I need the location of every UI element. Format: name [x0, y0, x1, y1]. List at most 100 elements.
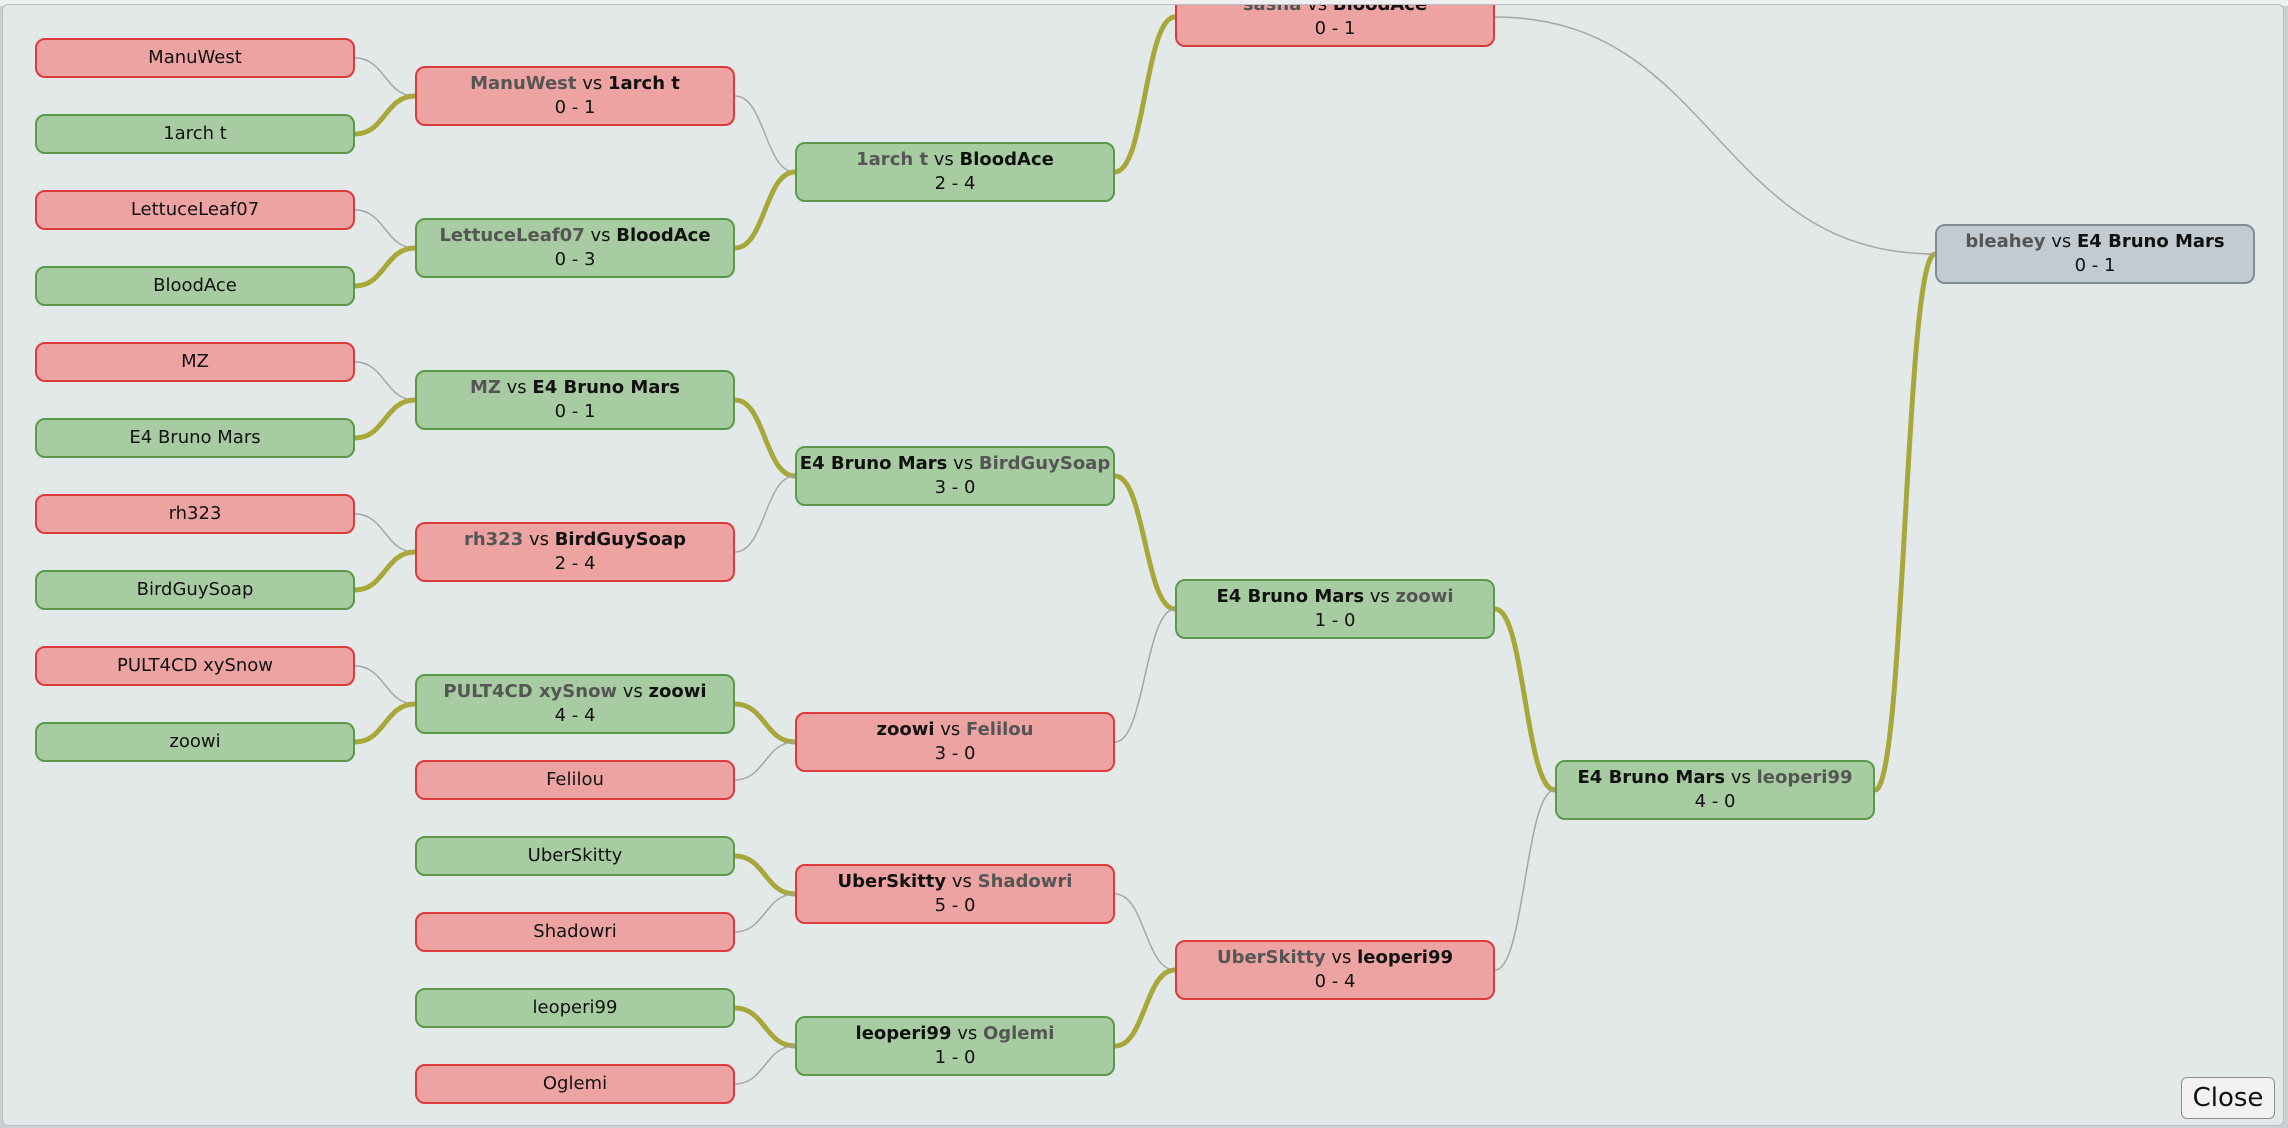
player-node-rh323[interactable]: rh323	[35, 494, 355, 534]
vs-separator: vs	[584, 225, 617, 246]
player-node-leoperi99[interactable]: leoperi99	[415, 988, 735, 1028]
vs-separator: vs	[1725, 767, 1757, 788]
eliminated-wire-l7-m4	[354, 513, 416, 553]
advance-wire-l14-m10	[734, 1005, 796, 1049]
player-node-pult4cd-xysnow[interactable]: PULT4CD xySnow	[35, 646, 355, 686]
player-name: 1arch t	[163, 123, 227, 144]
match-player-1: bleahey	[1965, 231, 2046, 252]
advance-wire-l6-m3	[354, 397, 416, 441]
eliminated-wire-m11-m15	[1494, 16, 1936, 255]
match-player-1: UberSkitty	[1216, 947, 1326, 968]
match-player-2: Shadowri	[977, 871, 1073, 892]
match-players: ManuWest vs 1arch t	[470, 72, 680, 96]
match-score: 1 - 0	[1314, 610, 1356, 631]
player-node-lettuceleaf07[interactable]: LettuceLeaf07	[35, 190, 355, 230]
match-score: 0 - 1	[554, 97, 596, 118]
eliminated-wire-l5-m3	[354, 361, 416, 401]
vs-separator: vs	[576, 73, 608, 94]
player-node-shadowri[interactable]: Shadowri	[415, 912, 735, 952]
match-players: E4 Bruno Mars vs BirdGuySoap	[800, 452, 1110, 476]
match-player-2: BirdGuySoap	[554, 529, 687, 550]
advance-wire-l2-m1	[354, 93, 416, 137]
match-players: LettuceLeaf07 vs BloodAce	[439, 224, 710, 248]
advance-wire-m7-m12	[1114, 473, 1176, 612]
match-score: 2 - 4	[554, 553, 596, 574]
vs-separator: vs	[928, 149, 960, 170]
advance-wire-l10-m5	[354, 701, 416, 745]
match-players: zoowi vs Felilou	[877, 718, 1034, 742]
advance-wire-m6-m11	[1114, 14, 1176, 175]
player-node-1arch-t[interactable]: 1arch t	[35, 114, 355, 154]
match-player-2: zoowi	[1395, 586, 1454, 607]
match-score: 4 - 4	[554, 705, 596, 726]
advance-wire-m3-m7	[734, 397, 796, 479]
match-players: PULT4CD xySnow vs zoowi	[443, 680, 706, 704]
vs-separator: vs	[1364, 586, 1396, 607]
player-name: LettuceLeaf07	[130, 199, 260, 220]
match-player-2: BloodAce	[1332, 4, 1428, 15]
player-node-felilou[interactable]: Felilou	[415, 760, 735, 800]
vs-separator: vs	[951, 1023, 983, 1044]
background-page-strip	[0, 0, 2288, 6]
eliminated-wire-l9-m5	[354, 665, 416, 705]
player-node-uberskitty[interactable]: UberSkitty	[415, 836, 735, 876]
advance-wire-m5-m8	[734, 701, 796, 745]
eliminated-wire-l11-m8	[734, 741, 796, 781]
eliminated-wire-l1-m1	[354, 57, 416, 97]
match-players: E4 Bruno Mars vs zoowi	[1216, 585, 1453, 609]
vs-separator: vs	[617, 681, 649, 702]
match-player-1: LettuceLeaf07	[439, 225, 585, 246]
player-name: E4 Bruno Mars	[129, 427, 261, 448]
player-node-birdguysoap[interactable]: BirdGuySoap	[35, 570, 355, 610]
match-player-2: leoperi99	[1756, 767, 1853, 788]
match-player-2: BloodAce	[616, 225, 711, 246]
player-node-mz[interactable]: MZ	[35, 342, 355, 382]
match-player-1: MZ	[469, 377, 501, 398]
vs-separator: vs	[2045, 231, 2078, 252]
player-node-oglemi[interactable]: Oglemi	[415, 1064, 735, 1104]
match-player-2: 1arch t	[608, 73, 680, 94]
vs-separator: vs	[946, 871, 978, 892]
match-score: 0 - 1	[554, 401, 596, 422]
player-node-zoowi[interactable]: zoowi	[35, 722, 355, 762]
match-players: bleahey vs E4 Bruno Mars	[1965, 230, 2224, 254]
close-button[interactable]: Close	[2181, 1077, 2275, 1119]
player-name: BloodAce	[153, 275, 237, 296]
advance-wire-m12-m14	[1494, 606, 1556, 793]
bracket-wires	[354, 14, 1937, 1085]
player-node-manuwest[interactable]: ManuWest	[35, 38, 355, 78]
advance-wire-l12-m9	[734, 853, 796, 897]
player-name: PULT4CD xySnow	[116, 655, 274, 676]
match-player-2: BirdGuySoap	[978, 453, 1111, 474]
eliminated-wire-m1-m6	[734, 95, 796, 173]
player-node-e4-bruno-mars[interactable]: E4 Bruno Mars	[35, 418, 355, 458]
vs-separator: vs	[934, 719, 967, 740]
match-score: 2 - 4	[934, 173, 976, 194]
player-node-bloodace[interactable]: BloodAce	[35, 266, 355, 306]
match-player-1: 1arch t	[856, 149, 929, 170]
advance-wire-l4-m2	[354, 245, 416, 289]
eliminated-wire-l3-m2	[354, 209, 416, 249]
match-players: E4 Bruno Mars vs leoperi99	[1577, 766, 1852, 790]
player-name: leoperi99	[532, 997, 618, 1018]
eliminated-wire-l13-m9	[734, 893, 796, 933]
match-player-2: Oglemi	[982, 1023, 1055, 1044]
match-score: 0 - 1	[1314, 18, 1356, 39]
advance-wire-m14-m15	[1873, 251, 1937, 793]
